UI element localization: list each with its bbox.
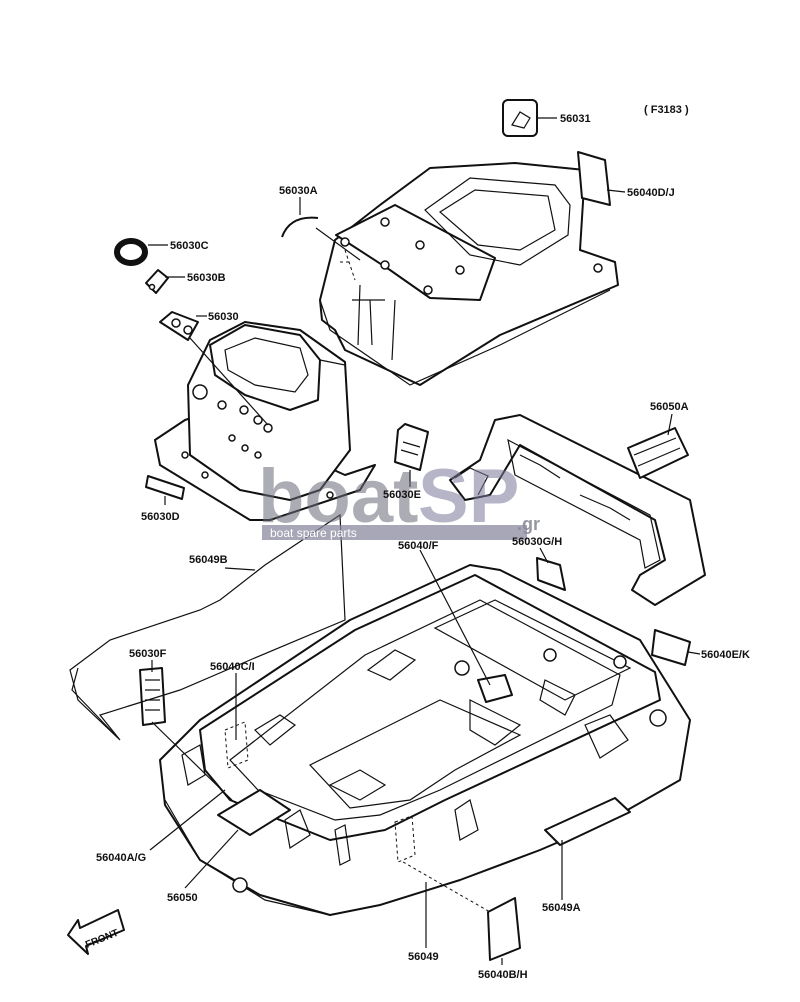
label-56030A: 56030A [279, 185, 318, 197]
part-56049B [69, 513, 346, 741]
part-56030A [281, 216, 319, 238]
part-56040BH [487, 897, 521, 961]
part-56030D [145, 475, 185, 500]
part-labels: 56031 56040D/J 56030A 56030C 56030B 5603… [96, 113, 750, 981]
label-56050A: 56050A [650, 401, 689, 413]
label-56030: 56030 [208, 311, 239, 323]
label-56049: 56049 [408, 951, 439, 963]
watermark-tagline: boat spare parts [270, 526, 357, 540]
label-56040DJ: 56040D/J [627, 187, 675, 199]
label-56030C: 56030C [170, 240, 209, 252]
part-56050 [217, 789, 291, 836]
part-56031 [502, 99, 538, 137]
label-56031: 56031 [560, 113, 591, 125]
upper-cover [319, 162, 619, 386]
watermark: boat SP .gr boat spare parts [258, 454, 540, 540]
label-56030F: 56030F [129, 648, 167, 660]
watermark-brand-a: boat [258, 454, 418, 539]
part-56030 [159, 311, 199, 341]
part-56050A [627, 427, 689, 479]
label-56030E: 56030E [383, 489, 421, 501]
label-56030B: 56030B [187, 272, 226, 284]
label-56049B: 56049B [189, 554, 228, 566]
part-56049A [544, 797, 631, 846]
part-56030E [394, 423, 429, 471]
figure-code: ( F3183 ) [644, 104, 689, 116]
label-56040BH: 56040B/H [478, 969, 528, 981]
part-56040F [477, 674, 513, 703]
front-arrow: FRONT [67, 909, 125, 955]
label-56040F: 56040/F [398, 540, 439, 552]
watermark-brand-b: SP [418, 454, 519, 539]
part-56030GH [536, 557, 566, 591]
label-56050: 56050 [167, 892, 198, 904]
steering-console [154, 321, 376, 521]
part-56030F [139, 667, 166, 726]
part-56040EK [651, 629, 691, 666]
label-56040AG: 56040A/G [96, 852, 146, 864]
hull-body [159, 564, 691, 916]
label-56030GH: 56030G/H [512, 536, 562, 548]
label-56040EK: 56040E/K [701, 649, 750, 661]
part-56030B [145, 269, 169, 294]
leader-lines [148, 117, 701, 965]
label-56049A: 56049A [542, 902, 581, 914]
part-56040DJ [577, 151, 611, 206]
label-56040CI: 56040C/I [210, 661, 255, 673]
label-56030D: 56030D [141, 511, 180, 523]
part-56030C [114, 238, 148, 266]
grab-handle [449, 414, 706, 606]
watermark-band [262, 525, 527, 540]
